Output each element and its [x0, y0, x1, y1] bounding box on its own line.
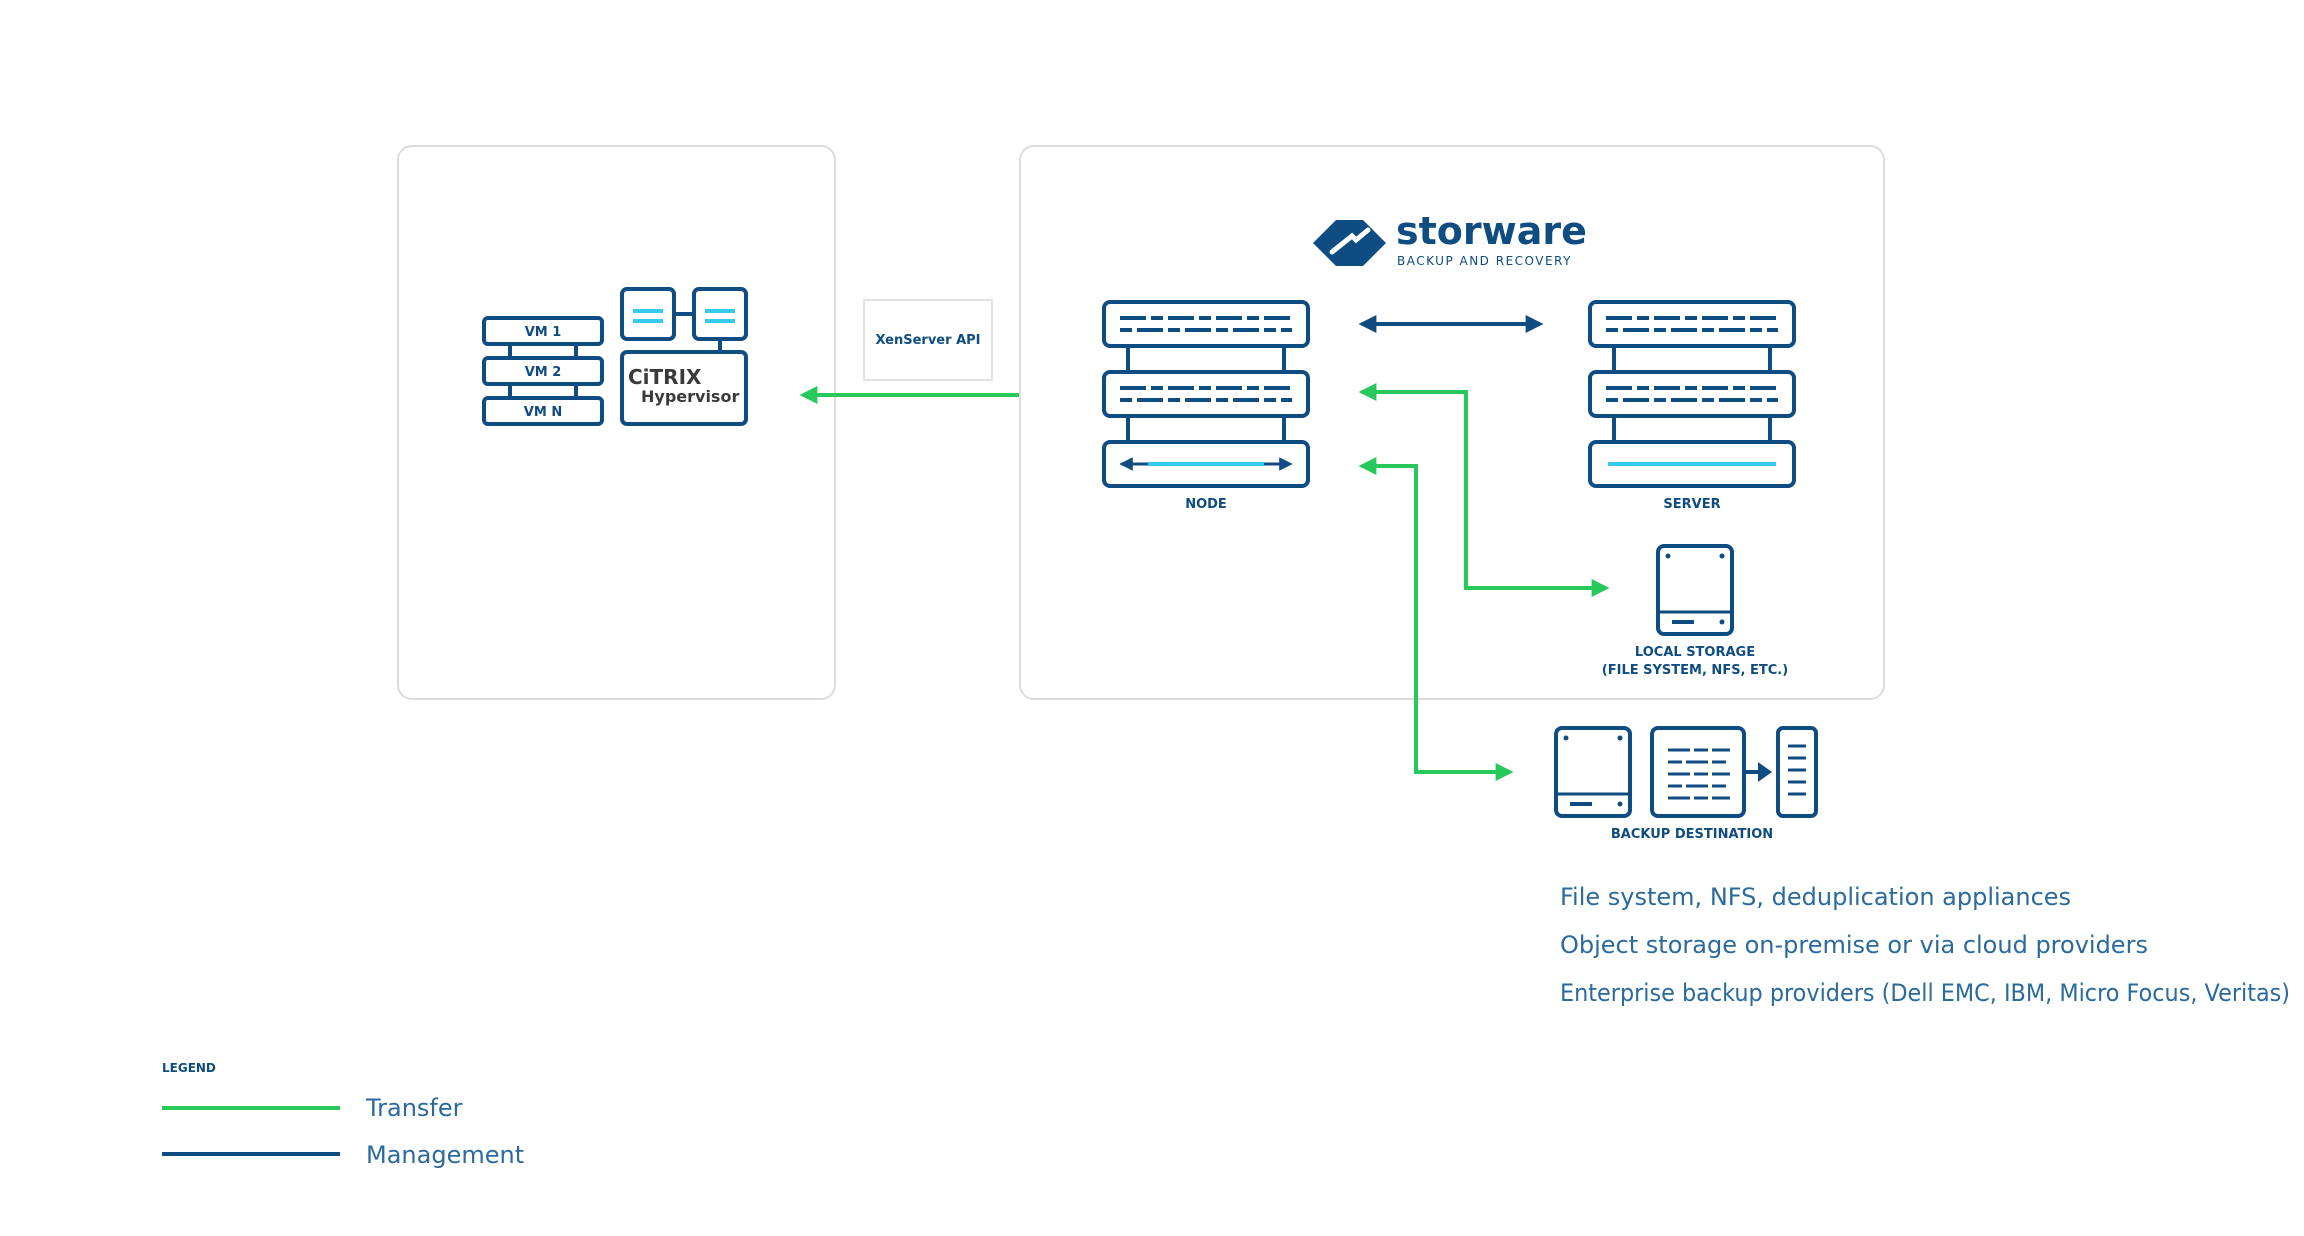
vm-label-2: VM 2: [525, 365, 562, 380]
server-label: SERVER: [1663, 497, 1720, 512]
citrix-hypervisor-icon: CiTRIX Hypervisor: [620, 287, 748, 426]
hypervisor-window-left: [620, 287, 676, 341]
local-storage-sublabel: (FILE SYSTEM, NFS, ETC.): [1602, 663, 1788, 678]
transfer-arrow-node-backup-destination: [1358, 457, 1514, 781]
storware-logo: storware BACKUP AND RECOVERY: [1313, 209, 1587, 268]
backup-description-2: Object storage on-premise or via cloud p…: [1560, 931, 2148, 959]
storware-brand-name: storware: [1396, 209, 1587, 253]
vm-label-1: VM 1: [525, 325, 562, 340]
hypervisor-logo-text: Hypervisor: [641, 387, 739, 406]
vm-box-1: [482, 316, 604, 346]
xenserver-api-box: [863, 299, 993, 381]
hypervisor-panel-frame: [397, 145, 836, 700]
local-storage-icon: [1656, 544, 1734, 636]
vm-stack: VM 1 VM 2 VM N: [482, 316, 604, 426]
hypervisor-window-right: [692, 287, 748, 341]
citrix-logo-text: CiTRIX: [628, 365, 702, 389]
legend: LEGEND Transfer Management: [162, 1061, 524, 1169]
backup-destination-label: BACKUP DESTINATION: [1611, 827, 1773, 842]
backup-description-3: Enterprise backup providers (Dell EMC, I…: [1560, 979, 2290, 1007]
backup-arrow-icon: [1746, 762, 1772, 782]
node-icon: [1102, 300, 1310, 488]
backup-document-icon: [1650, 726, 1746, 818]
hypervisor-box: [620, 350, 748, 426]
legend-management-label: Management: [366, 1141, 524, 1169]
vm-label-n: VM N: [524, 405, 562, 420]
backup-description-1: File system, NFS, deduplication applianc…: [1560, 883, 2071, 911]
storware-tagline: BACKUP AND RECOVERY: [1397, 254, 1572, 268]
vm-box-n: [482, 396, 604, 426]
xenserver-api-label: XenServer API: [876, 333, 981, 348]
local-storage-label: LOCAL STORAGE: [1635, 645, 1755, 660]
backup-disk-icon: [1554, 726, 1632, 818]
node-label: NODE: [1185, 497, 1227, 512]
server-icon: [1588, 300, 1796, 488]
vm-box-2: [482, 356, 604, 386]
legend-title: LEGEND: [162, 1061, 216, 1075]
backup-tape-icon: [1776, 726, 1818, 818]
storware-logo-icon: [1313, 220, 1386, 266]
legend-transfer-label: Transfer: [365, 1094, 463, 1122]
